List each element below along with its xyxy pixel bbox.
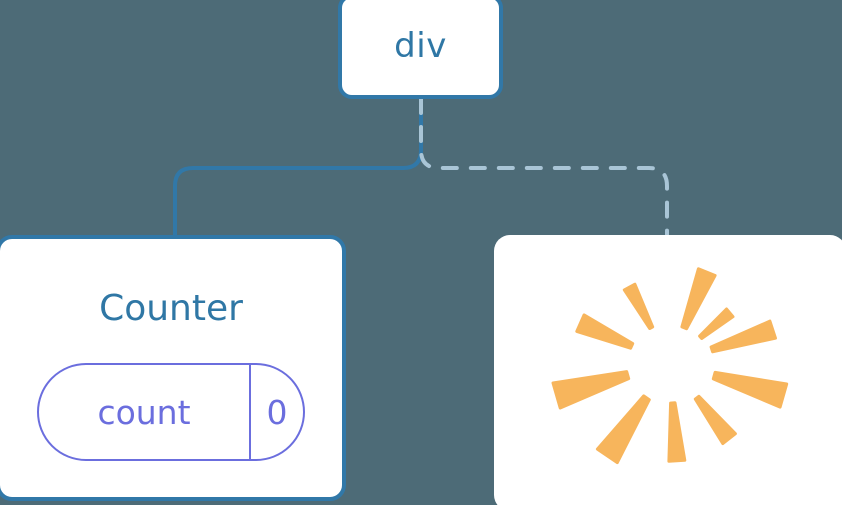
starburst-ray-5 bbox=[667, 401, 687, 463]
node-counter-label: Counter bbox=[99, 288, 243, 329]
starburst-ray-6 bbox=[595, 394, 651, 465]
starburst-ray-7 bbox=[551, 370, 631, 410]
state-pill-key: count bbox=[39, 365, 251, 459]
edge-div-to-burst bbox=[419, 97, 669, 239]
starburst-ray-9 bbox=[622, 282, 655, 330]
starburst-ray-3 bbox=[711, 370, 789, 409]
starburst-ray-0 bbox=[680, 267, 717, 331]
starburst-ray-8 bbox=[575, 313, 635, 350]
state-pill-value: 0 bbox=[266, 392, 288, 432]
state-pill-count[interactable]: count 0 bbox=[37, 363, 305, 461]
starburst-ray-2 bbox=[709, 319, 777, 354]
starburst-ray-1 bbox=[698, 307, 735, 340]
node-div[interactable]: div bbox=[338, 0, 503, 99]
starburst-ray-4 bbox=[693, 394, 737, 446]
node-counter[interactable]: Counter count 0 bbox=[0, 235, 346, 501]
node-div-label: div bbox=[394, 25, 447, 66]
edge-div-to-counter bbox=[173, 97, 423, 239]
node-burst[interactable] bbox=[494, 235, 842, 505]
starburst-icon bbox=[551, 267, 789, 465]
